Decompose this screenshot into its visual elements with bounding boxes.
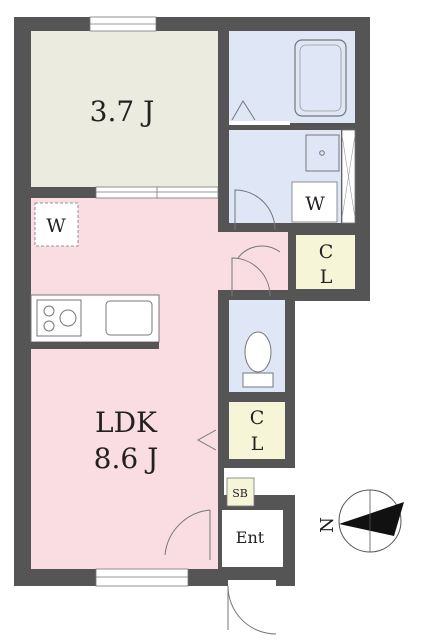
washing-machine-space-ldk [34,202,79,247]
entrance-door-gap [228,580,276,588]
closet-upper [296,235,355,289]
ldk-area-label: 8.6 J [94,442,159,475]
closet-upper-c: C [319,241,334,263]
ldk-label: LDK [95,406,158,439]
shelf-line-2 [341,134,356,219]
washer-bath-label: W [305,193,325,215]
western-room [31,31,218,187]
stove [36,299,82,337]
ldk-door-swing [237,245,281,259]
washer-ldk-label: W [46,215,66,237]
kitchen-counter-lower [31,342,159,349]
bathroom-door-mark [231,100,256,121]
washroom-door-swing [234,189,276,231]
closet-lower-door-mark [196,429,217,451]
burner-3 [59,309,77,327]
window-bottom [95,568,189,587]
western-room-label: 3.7 J [90,95,155,128]
toilet-tank [242,372,274,388]
entrance-inner-door-swing [164,509,211,560]
bathroom [229,31,355,123]
closet-lower [229,402,285,459]
entrance-door-swing [227,585,277,635]
ldk-room [31,198,288,569]
closet-lower-l: L [251,433,264,455]
burner-2 [43,320,55,332]
compass-north-label: N [317,517,338,533]
bathtub-inner [299,44,342,112]
toilet-bowl [244,331,272,373]
entrance [222,510,283,567]
washing-machine-space-bath [291,181,338,223]
bathtub [294,39,347,117]
wash-basin [305,134,340,172]
kitchen-sink [105,300,153,336]
entrance-label: Ent [236,528,265,547]
closet-lower-c: C [250,407,265,429]
closet-upper-l: L [320,266,333,288]
burner-1 [43,305,55,317]
shoe-box [226,477,255,507]
compass: N [317,489,404,553]
shoe-box-label: SB [232,487,248,500]
basin-drain [319,150,325,156]
compass-needle [339,502,404,536]
toilet-door-swing [231,257,271,297]
